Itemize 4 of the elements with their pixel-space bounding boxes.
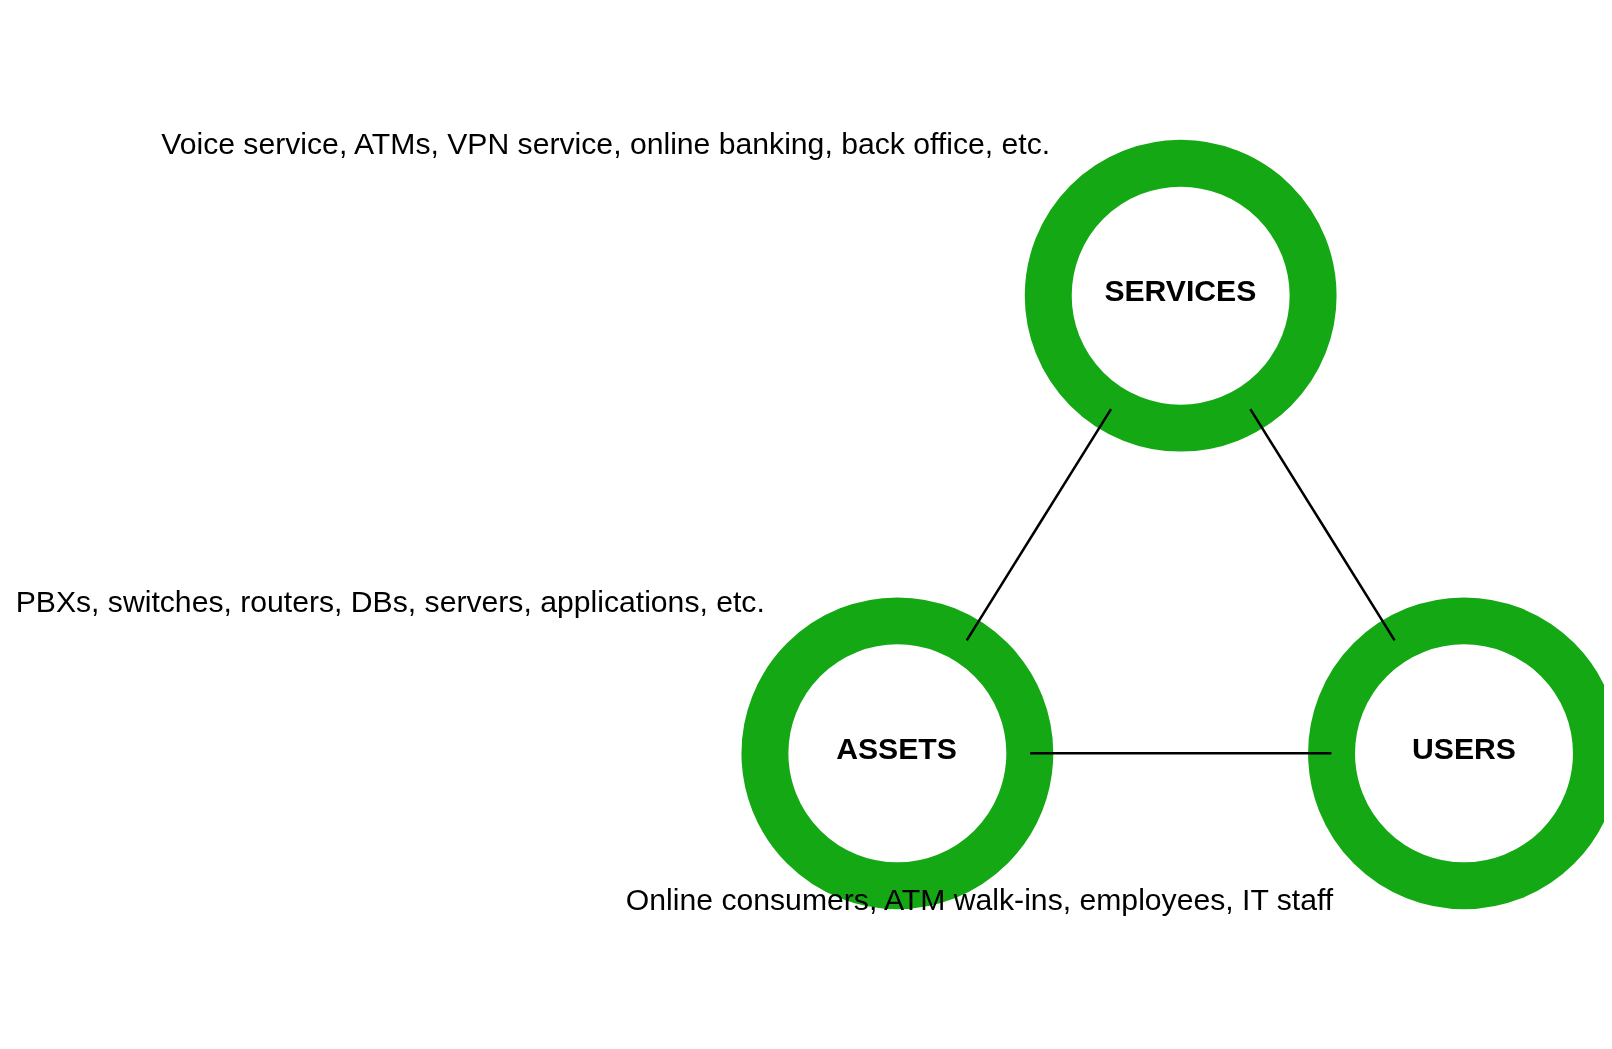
node-label: PBXs, switches, routers, DBs, servers, applications, etc. — [15, 584, 765, 618]
connector — [1030, 752, 1332, 755]
connector — [965, 408, 1113, 642]
connector — [1249, 408, 1396, 642]
